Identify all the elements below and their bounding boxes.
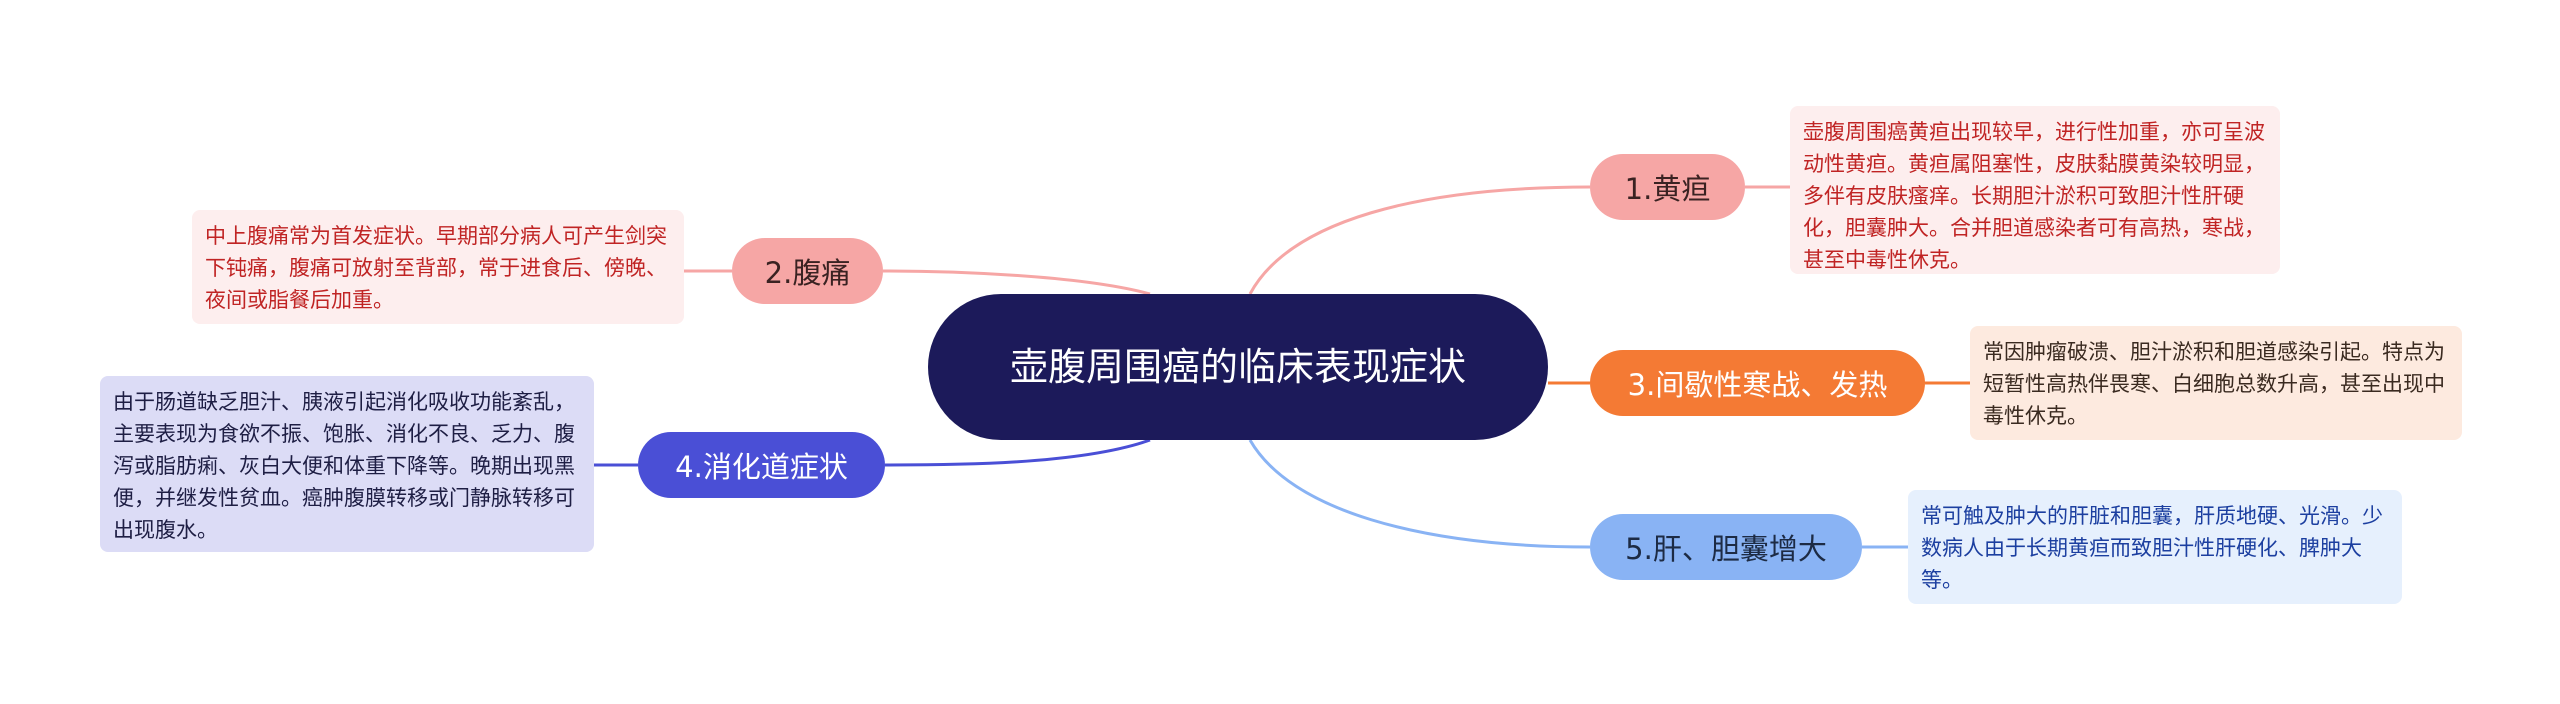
root-topic-label: 壶腹周围癌的临床表现症状 xyxy=(1009,345,1466,389)
detail-liver-gallbladder[interactable]: 常可触及肿大的肝脏和胆囊，肝质地硬、光滑。少数病人由于长期黄疸而致胆汁性肝硬化、… xyxy=(1908,490,2402,604)
branch-liver-gallbladder[interactable]: 5.肝、胆囊增大 xyxy=(1590,514,1862,580)
detail-abdominal-pain[interactable]: 中上腹痛常为首发症状。早期部分病人可产生剑突下钝痛，腹痛可放射至背部，常于进食后… xyxy=(192,210,684,324)
link-root-branch5 xyxy=(1248,439,1591,549)
branch-label: 5.肝、胆囊增大 xyxy=(1625,532,1827,566)
link-root-branch2 xyxy=(882,269,1151,296)
branch-chills-fever[interactable]: 3.间歇性寒战、发热 xyxy=(1590,350,1925,416)
branch-label: 4.消化道症状 xyxy=(675,450,848,484)
link-root-branch1 xyxy=(1248,185,1591,295)
detail-digestive-symptoms[interactable]: 由于肠道缺乏胆汁、胰液引起消化吸收功能紊乱，主要表现为食欲不振、饱胀、消化不良、… xyxy=(100,376,594,552)
branch-label: 1.黄疸 xyxy=(1624,172,1711,206)
root-topic[interactable]: 壶腹周围癌的临床表现症状 xyxy=(928,294,1548,440)
branch-abdominal-pain[interactable]: 2.腹痛 xyxy=(732,238,883,304)
link-root-branch4 xyxy=(884,438,1151,467)
branch-digestive-symptoms[interactable]: 4.消化道症状 xyxy=(638,432,885,498)
branch-jaundice[interactable]: 1.黄疸 xyxy=(1590,154,1745,220)
detail-chills-fever[interactable]: 常因肿瘤破溃、胆汁淤积和胆道感染引起。特点为短暂性高热伴畏寒、白细胞总数升高，甚… xyxy=(1970,326,2462,440)
detail-jaundice[interactable]: 壶腹周围癌黄疸出现较早，进行性加重，亦可呈波动性黄疸。黄疸属阻塞性，皮肤黏膜黄染… xyxy=(1790,106,2280,274)
branch-label: 3.间歇性寒战、发热 xyxy=(1627,368,1888,402)
branch-label: 2.腹痛 xyxy=(764,256,851,290)
